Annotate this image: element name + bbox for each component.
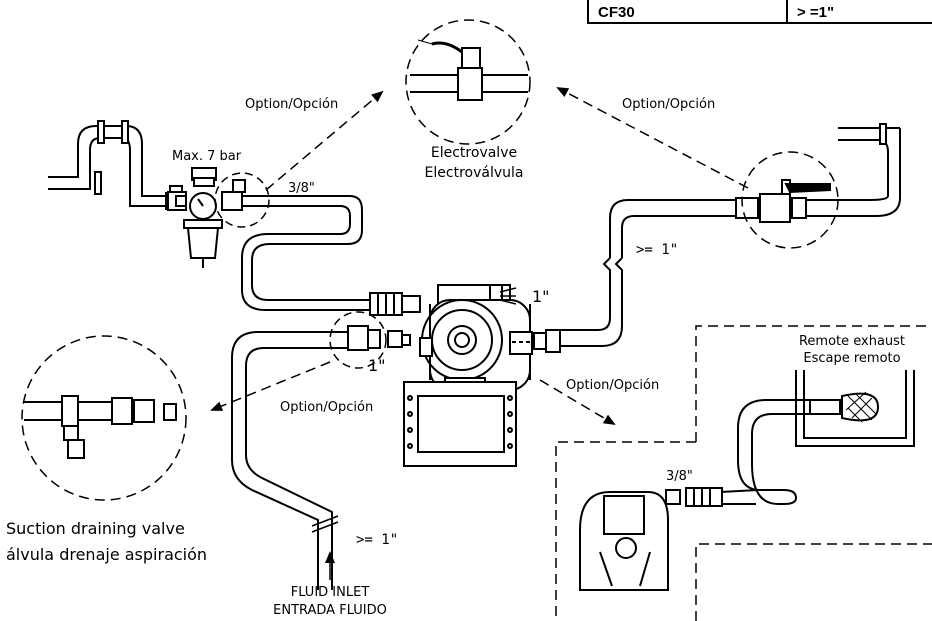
air-exhaust-lines — [499, 287, 517, 305]
max-pressure-label: Max. 7 bar — [172, 149, 242, 164]
electrovalve-label-en: Electrovalve — [431, 145, 517, 161]
filter-regulator — [167, 167, 246, 268]
regulator-outlet-highlight — [214, 172, 270, 228]
spec-model: CF30 — [598, 4, 635, 21]
small-pump — [579, 491, 669, 591]
diaphragm-pump — [419, 284, 533, 391]
exhaust-hose — [719, 399, 810, 505]
option-label-middle: Option/Opción — [280, 400, 373, 415]
spec-table: CF30 > =1" — [587, 0, 932, 24]
option-label-top-right: Option/Opción — [622, 97, 715, 112]
air-fitting-size-label: 1" — [532, 287, 550, 306]
option-arrow-drain — [210, 361, 331, 411]
hose-break — [311, 515, 339, 533]
option-arrow-right — [556, 87, 749, 189]
discharge-piping — [560, 123, 901, 347]
electrovalve-label-es: Electroválvula — [425, 165, 524, 181]
suction-size-label: >= 1" — [356, 532, 398, 548]
fluid-inlet-label-es: ENTRADA FLUIDO — [273, 603, 387, 618]
option-arrow-exhaust — [539, 379, 616, 426]
spec-value: > =1" — [797, 4, 834, 21]
drain-valve-label-es: álvula drenaje aspiración — [6, 545, 207, 564]
suction-hose — [231, 331, 348, 590]
discharge-fitting — [533, 329, 561, 353]
suction-port-size-label: 1" — [368, 356, 386, 375]
drain-valve-detail-circle — [21, 335, 187, 501]
drain-valve-icon — [24, 395, 177, 459]
exhaust-fittings — [665, 487, 723, 507]
fluid-inlet-label-en: FLUID INLET — [291, 585, 370, 600]
ball-valve-highlight — [741, 151, 839, 249]
discharge-size-label: >= 1" — [636, 242, 678, 258]
air-size-right-label: 3/8" — [666, 469, 693, 484]
option-arrow-left — [265, 90, 384, 191]
suction-fitting — [347, 325, 411, 351]
option-label-top-left: Option/Opción — [245, 97, 338, 112]
drain-valve-label-en: Suction draining valve — [6, 519, 185, 538]
exhaust-tank — [795, 370, 915, 447]
option-label-bottom-right: Option/Opción — [566, 378, 659, 393]
remote-exhaust-enclosure — [555, 325, 932, 621]
remote-exhaust-label-es: Escape remoto — [803, 351, 900, 366]
electrovalve-icon — [410, 39, 528, 101]
electrovalve-detail-circle — [405, 19, 531, 145]
air-hose-fitting — [369, 292, 421, 316]
pump-stand — [403, 381, 517, 467]
air-hose — [241, 195, 370, 311]
suction-port-highlight — [329, 311, 387, 369]
muffler — [809, 391, 880, 423]
remote-exhaust-label-en: Remote exhaust — [799, 334, 905, 349]
air-supply-piping — [48, 120, 168, 210]
air-size-left-label: 3/8" — [288, 181, 315, 196]
